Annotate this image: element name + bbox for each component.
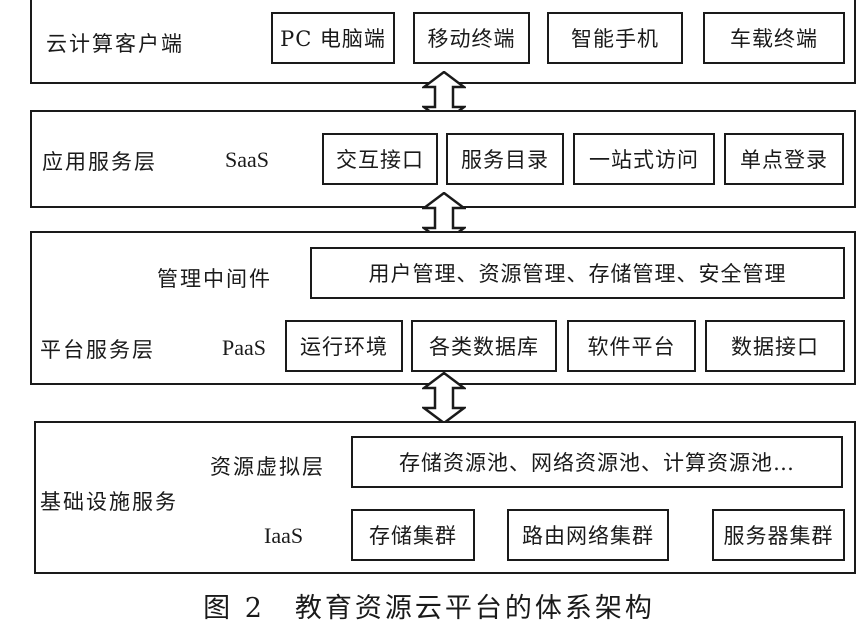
- paas-item-data-interface: 数据接口: [705, 320, 845, 372]
- paas-middleware-label: 管理中间件: [157, 267, 272, 291]
- saas-item-interface: 交互接口: [322, 133, 438, 185]
- saas-item-catalog: 服务目录: [446, 133, 564, 185]
- client-item-vehicle: 车载终端: [703, 12, 845, 64]
- iaas-layer-title: 基础设施服务: [40, 490, 178, 514]
- iaas-virtual-label: 资源虚拟层: [210, 455, 325, 479]
- iaas-item-server-cluster: 服务器集群: [712, 509, 845, 561]
- saas-abbr: SaaS: [225, 147, 269, 172]
- client-layer-title: 云计算客户端: [46, 32, 184, 56]
- iaas-item-network-cluster: 路由网络集群: [507, 509, 669, 561]
- figure-caption: 图 2 教育资源云平台的体系架构: [203, 593, 655, 624]
- client-item-smartphone: 智能手机: [547, 12, 683, 64]
- saas-layer: [30, 110, 856, 208]
- paas-layer-title: 平台服务层: [40, 338, 155, 362]
- paas-item-software-platform: 软件平台: [567, 320, 696, 372]
- iaas-virtual-box: 存储资源池、网络资源池、计算资源池…: [351, 436, 843, 488]
- paas-middleware-box: 用户管理、资源管理、存储管理、安全管理: [310, 247, 845, 299]
- saas-item-onestop: 一站式访问: [573, 133, 715, 185]
- paas-item-databases: 各类数据库: [411, 320, 557, 372]
- saas-item-sso: 单点登录: [724, 133, 844, 185]
- iaas-item-storage-cluster: 存储集群: [351, 509, 475, 561]
- saas-layer-title: 应用服务层: [42, 150, 157, 174]
- paas-abbr: PaaS: [222, 335, 266, 360]
- double-arrow-icon: [422, 372, 466, 424]
- client-item-mobile: 移动终端: [413, 12, 530, 64]
- paas-item-runtime: 运行环境: [285, 320, 403, 372]
- iaas-abbr: IaaS: [264, 523, 304, 548]
- client-item-pc: PC 电脑端: [271, 12, 395, 64]
